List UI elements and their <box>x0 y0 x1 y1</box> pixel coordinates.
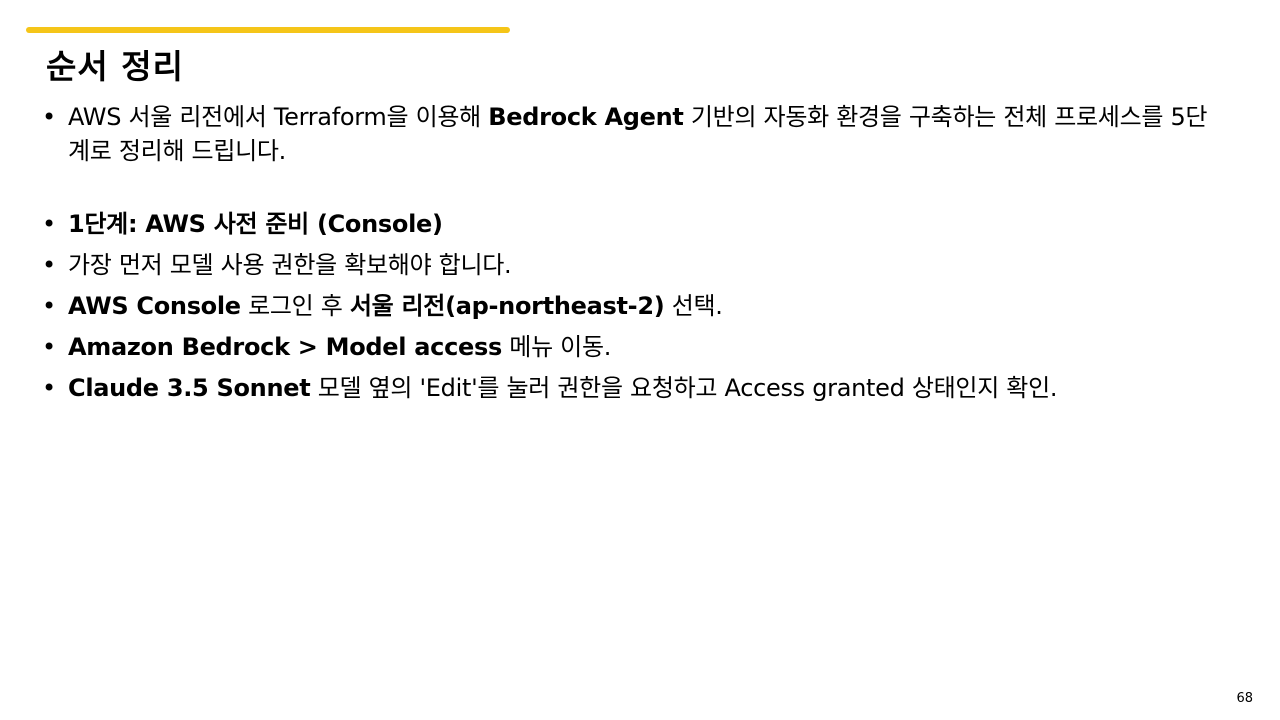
bullet-text-bold: AWS Console <box>68 292 241 320</box>
bullet-step-1-heading: 1단계: AWS 사전 준비 (Console) <box>42 207 1222 241</box>
bullet-text: AWS 서울 리전에서 Terraform을 이용해 <box>68 103 489 131</box>
bullet-console-login: AWS Console 로그인 후 서울 리전(ap-northeast-2) … <box>42 289 1222 323</box>
slide-title: 순서 정리 <box>46 47 184 86</box>
bullet-text: 로그인 후 <box>240 292 350 320</box>
bullet-text: 모델 옆의 'Edit'를 눌러 권한을 요청하고 Access granted… <box>310 374 1058 402</box>
bullet-text-bold: (ap-northeast-2) <box>445 292 665 320</box>
bullet-text-bold: 서울 리전 <box>349 292 446 320</box>
bullet-text-bold: Amazon Bedrock > Model access <box>68 333 502 361</box>
bullet-step-1-intro: 가장 먼저 모델 사용 권한을 확보해야 합니다. <box>42 248 1222 282</box>
bullet-text: 선택. <box>664 292 723 320</box>
bullet-text: 메뉴 이동. <box>501 333 612 361</box>
bullet-text: 기반의 자동화 환경을 구축하는 전체 프로세스를 5단계로 정리해 드립니다. <box>68 103 1208 165</box>
page-number: 68 <box>1236 691 1253 706</box>
bullet-request-access: Claude 3.5 Sonnet 모델 옆의 'Edit'를 눌러 권한을 요… <box>42 371 1222 405</box>
bullet-text-bold: 1단계: AWS 사전 준비 (Console) <box>68 210 443 238</box>
bullet-text-bold: Bedrock Agent <box>488 103 684 131</box>
bullet-text: 가장 먼저 모델 사용 권한을 확보해야 합니다. <box>68 251 512 279</box>
title-accent-bar <box>26 27 510 33</box>
bullet-model-access-menu: Amazon Bedrock > Model access 메뉴 이동. <box>42 330 1222 364</box>
bullet-intro: AWS 서울 리전에서 Terraform을 이용해 Bedrock Agent… <box>42 100 1222 168</box>
bullet-text-bold: Claude 3.5 Sonnet <box>68 374 311 402</box>
bullet-list: AWS 서울 리전에서 Terraform을 이용해 Bedrock Agent… <box>42 100 1222 412</box>
